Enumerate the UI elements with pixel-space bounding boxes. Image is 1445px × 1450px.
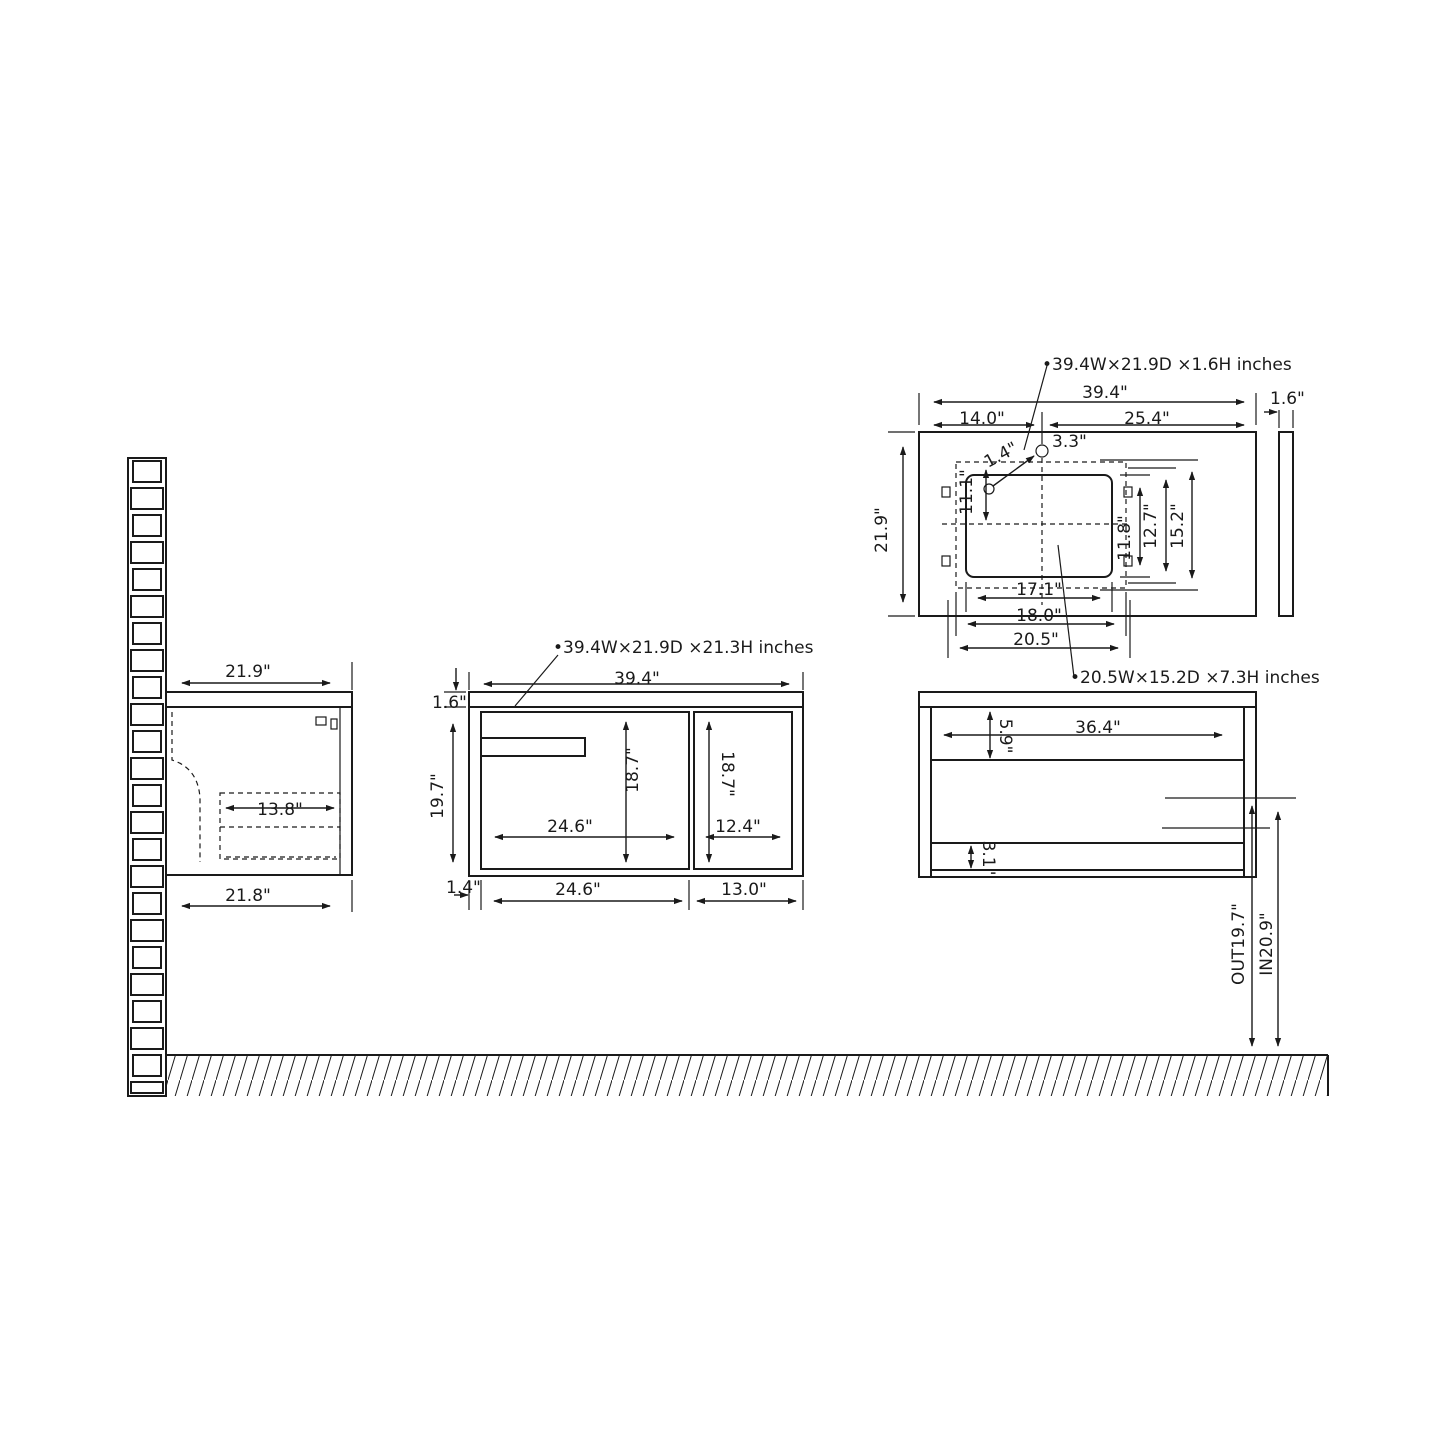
side-cabinet-depth-label: 21.8"	[225, 886, 271, 906]
right-offset-label: 25.4"	[1124, 409, 1170, 429]
front-cabinet	[468, 706, 804, 877]
faucet-hole	[1035, 444, 1049, 458]
side-top-depth-label: 21.9"	[225, 662, 271, 682]
back-bottom-rail-label: 3.1"	[978, 841, 998, 876]
brick	[130, 649, 164, 672]
brick	[130, 1027, 164, 1050]
left-door-width-label: 24.6"	[547, 817, 593, 837]
brick	[132, 1000, 162, 1023]
bowl-width-inner-label: 17.1"	[1016, 580, 1062, 600]
side-view: 21.9" 13.8" 21.8"	[165, 662, 353, 912]
back-cabinet	[918, 706, 1257, 878]
out-height-label: OUT19.7"	[1229, 903, 1249, 985]
side-countertop	[165, 691, 353, 708]
top-spec-label: •39.4W×21.9D ×1.6H inches	[1042, 355, 1292, 375]
brick	[130, 757, 164, 780]
front-spec-label: •39.4W×21.9D ×21.3H inches	[553, 638, 814, 658]
brick	[132, 730, 162, 753]
side-drawer-width-label: 13.8"	[257, 800, 303, 820]
in-height-label: IN20.9"	[1257, 912, 1277, 975]
back-inner-width-label: 36.4"	[1075, 718, 1121, 738]
brick	[132, 514, 162, 537]
brick	[130, 865, 164, 888]
top-view: •39.4W×21.9D ×1.6H inches 39.4" 1.6" 14.…	[872, 355, 1320, 688]
brick	[130, 973, 164, 996]
front-view: •39.4W×21.9D ×21.3H inches 39.4" 1.6" 19…	[428, 638, 814, 910]
brick	[132, 892, 162, 915]
brick	[130, 703, 164, 726]
front-total-width-label: 39.4"	[614, 669, 660, 689]
front-cabinet-height-label: 19.7"	[428, 773, 448, 819]
bowl-depth-inner-label: 11.8"	[1115, 515, 1135, 561]
countertop-edge	[1278, 431, 1294, 617]
small-dim-label: 11.1"	[957, 469, 977, 515]
bowl-depth-mid-label: 12.7"	[1141, 503, 1161, 549]
back-countertop	[918, 691, 1257, 708]
top-total-width-label: 39.4"	[1082, 383, 1128, 403]
faucet-dia-label: 3.3"	[1052, 432, 1087, 452]
brick	[132, 1054, 162, 1077]
right-door-height-label: 18.7"	[717, 751, 737, 797]
side-cabinet	[165, 706, 353, 876]
faucet-offset-label: 1.4"	[981, 438, 1021, 472]
wall-bricks	[130, 460, 164, 1094]
brick	[132, 946, 162, 969]
brick	[130, 595, 164, 618]
brick	[130, 811, 164, 834]
top-depth-label: 21.9"	[872, 507, 892, 553]
brick	[132, 784, 162, 807]
left-door-height-label: 18.7"	[623, 747, 643, 793]
bowl-width-outer-label: 20.5"	[1013, 630, 1059, 650]
top-thickness-label: 1.6"	[1270, 389, 1305, 409]
brick	[130, 541, 164, 564]
countertop-plan	[918, 431, 1257, 617]
brick	[130, 1081, 164, 1094]
sink-bowl	[965, 474, 1113, 578]
left-offset-label: 14.0"	[959, 409, 1005, 429]
bowl-depth-outer-label: 15.2"	[1168, 503, 1188, 549]
floor	[166, 1054, 1329, 1096]
left-door	[480, 711, 690, 870]
bottom-left-width-label: 24.6"	[555, 880, 601, 900]
brick	[132, 460, 162, 483]
brick	[132, 568, 162, 591]
brick-wall	[127, 457, 167, 1097]
front-bottom-gap-label: 1.4"	[446, 878, 481, 898]
right-door-width-label: 12.4"	[715, 817, 761, 837]
front-countertop	[468, 691, 804, 708]
brick	[132, 838, 162, 861]
sink-spec-label: •20.5W×15.2D ×7.3H inches	[1070, 668, 1320, 688]
brick	[130, 487, 164, 510]
back-view: 36.4" 5.9" 3.1" OUT19.7" IN20.9"	[918, 691, 1296, 1047]
door-handle	[480, 737, 586, 757]
back-top-rail-label: 5.9"	[995, 719, 1015, 754]
brick	[132, 676, 162, 699]
right-door	[693, 711, 793, 870]
brick	[130, 919, 164, 942]
bottom-right-width-label: 13.0"	[721, 880, 767, 900]
front-top-thickness-label: 1.6"	[432, 693, 467, 713]
bowl-width-mid-label: 18.0"	[1016, 606, 1062, 626]
brick	[132, 622, 162, 645]
